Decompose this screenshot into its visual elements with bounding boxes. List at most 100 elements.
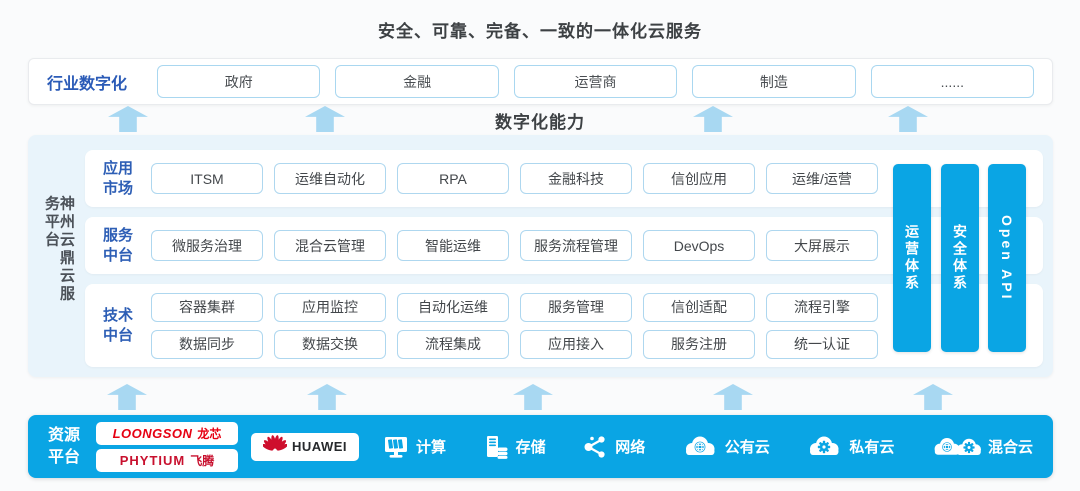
storage-icon — [483, 434, 509, 460]
capability-box-dashboard: 大屏展示 — [766, 230, 878, 261]
page-title: 安全、可靠、完备、一致的一体化云服务 — [378, 22, 702, 41]
loongson-wordmark: LOONGSON — [112, 425, 193, 441]
industry-row-label: 行业数字化 — [47, 75, 128, 93]
capability-box-data-exchange: 数据交换 — [274, 329, 386, 359]
resource-item-storage: 存储 — [483, 434, 546, 460]
vendor-chip-stack: LOONGSON 龙芯 PHYTIUM 飞腾 — [96, 421, 239, 472]
capability-box-devops: DevOps — [643, 230, 755, 261]
row-tech-platform-label: 技术 中台 — [85, 306, 151, 345]
capability-box-hybrid-cloud-mgmt: 混合云管理 — [274, 230, 386, 261]
resource-label-line: 平台 — [48, 448, 81, 466]
capability-box-service-registry: 服务注册 — [643, 329, 755, 359]
resource-item-label: 存储 — [515, 439, 546, 456]
industry-digitalization-card: 行业数字化 政府 金融 运营商 制造 ...... — [28, 58, 1053, 105]
resource-item-network: 网络 — [582, 434, 645, 460]
capability-box-service-mgmt: 服务管理 — [520, 292, 632, 322]
resource-item-label: 混合云 — [987, 439, 1033, 456]
capability-box-data-sync: 数据同步 — [151, 329, 263, 359]
platform-side-label: 神州云鼎云服务平台 — [43, 195, 75, 304]
capability-box-xinchuang-adapt: 信创适配 — [643, 292, 755, 322]
up-arrow-icon — [693, 106, 733, 132]
capability-box-container-cluster: 容器集群 — [151, 292, 263, 322]
capability-box-unified-auth: 统一认证 — [766, 329, 878, 359]
row-tech-platform: 技术 中台 容器集群 应用监控 自动化运维 服务管理 信创适配 流程引擎 数据同… — [85, 284, 1043, 367]
pillar-open-api: Open API — [988, 164, 1026, 352]
row-service-platform-boxes: 微服务治理 混合云管理 智能运维 服务流程管理 DevOps 大屏展示 — [151, 230, 878, 261]
huawei-wordmark: HUAWEI — [292, 439, 348, 454]
capability-box-app-monitoring: 应用监控 — [274, 292, 386, 322]
resource-item-private-cloud: 私有云 — [806, 434, 894, 459]
private-cloud-icon — [806, 434, 842, 459]
resource-item-label: 计算 — [416, 439, 447, 456]
up-arrow-icon — [107, 384, 147, 410]
row-tech-platform-boxes-line2: 数据同步 数据交换 流程集成 应用接入 服务注册 统一认证 — [151, 329, 878, 359]
cloud-service-platform-panel: 神州云鼎云服务平台 应用 市场 ITSM 运维自动化 RPA 金融科技 信创应用… — [28, 135, 1053, 377]
resource-label-line: 资源 — [48, 426, 81, 444]
capability-box-app-access: 应用接入 — [520, 329, 632, 359]
resource-item-list: 计算 — [383, 434, 1033, 460]
resource-item-label: 私有云 — [849, 439, 895, 456]
compute-icon — [383, 434, 409, 460]
capability-label: 数字化能力 — [495, 113, 585, 132]
up-arrow-icon — [888, 106, 928, 132]
industry-item-government: 政府 — [157, 65, 321, 98]
capability-box-fintech: 金融科技 — [520, 163, 632, 194]
up-arrow-icon — [713, 384, 753, 410]
capability-box-xinchuang-app: 信创应用 — [643, 163, 755, 194]
up-arrow-icon — [305, 106, 345, 132]
row-label-line: 技术 — [102, 307, 133, 324]
capability-box-intelligent-ops: 智能运维 — [397, 230, 509, 261]
loongson-cn-label: 龙芯 — [197, 426, 222, 441]
huawei-flower-icon — [262, 434, 289, 459]
up-arrow-icon — [913, 384, 953, 410]
row-label-line: 应用 — [102, 160, 133, 177]
pillar-security-system: 安全体系 — [941, 164, 979, 352]
resource-platform-bar: 资源 平台 LOONGSON 龙芯 PHYTIUM 飞腾 — [28, 415, 1053, 478]
capability-box-ops-operation: 运维/运营 — [766, 163, 878, 194]
loongson-chip: LOONGSON 龙芯 — [96, 421, 239, 445]
row-label-line: 中台 — [102, 246, 133, 264]
capability-box-process-engine: 流程引擎 — [766, 292, 878, 322]
phytium-chip: PHYTIUM 飞腾 — [96, 448, 239, 472]
row-service-platform: 服务 中台 微服务治理 混合云管理 智能运维 服务流程管理 DevOps 大屏展… — [85, 217, 1043, 274]
row-tech-platform-boxes-line1: 容器集群 应用监控 自动化运维 服务管理 信创适配 流程引擎 — [151, 292, 878, 322]
capability-box-service-flow-mgmt: 服务流程管理 — [520, 230, 632, 261]
industry-box-list: 政府 金融 运营商 制造 ...... — [157, 65, 1035, 98]
resource-item-compute: 计算 — [383, 434, 446, 460]
resource-item-public-cloud: 公有云 — [682, 434, 770, 459]
huawei-chip: HUAWEI — [251, 432, 360, 461]
capability-box-microservice-governance: 微服务治理 — [151, 230, 263, 261]
row-app-market-lines: ITSM 运维自动化 RPA 金融科技 信创应用 运维/运营 — [151, 163, 878, 194]
resource-item-label: 网络 — [615, 439, 646, 456]
pillar-operation-system: 运营体系 — [893, 164, 931, 352]
row-label-line: 市场 — [102, 179, 133, 197]
hybrid-cloud-icon — [931, 434, 981, 459]
up-arrow-icon — [108, 106, 148, 132]
capability-box-process-integration: 流程集成 — [397, 329, 509, 359]
up-arrow-icon — [307, 384, 347, 410]
capability-box-automated-ops: 自动化运维 — [397, 292, 509, 322]
phytium-cn-label: 飞腾 — [190, 453, 215, 468]
public-cloud-icon — [682, 434, 718, 459]
capability-box-rpa: RPA — [397, 163, 509, 194]
row-tech-platform-lines: 容器集群 应用监控 自动化运维 服务管理 信创适配 流程引擎 数据同步 数据交换… — [151, 292, 878, 359]
row-label-line: 服务 — [102, 227, 133, 244]
row-service-platform-lines: 微服务治理 混合云管理 智能运维 服务流程管理 DevOps 大屏展示 — [151, 230, 878, 261]
capability-box-itsm: ITSM — [151, 163, 263, 194]
row-label-line: 中台 — [102, 326, 133, 344]
network-icon — [582, 434, 608, 460]
resource-item-hybrid-cloud: 混合云 — [931, 434, 1033, 459]
capability-box-ops-automation: 运维自动化 — [274, 163, 386, 194]
industry-item-more: ...... — [870, 65, 1035, 98]
resource-bar-label: 资源 平台 — [48, 425, 80, 468]
industry-item-finance: 金融 — [335, 65, 499, 98]
industry-item-manufacturing: 制造 — [692, 65, 856, 98]
row-app-market-boxes: ITSM 运维自动化 RPA 金融科技 信创应用 运维/运营 — [151, 163, 878, 194]
row-app-market-label: 应用 市场 — [85, 159, 151, 198]
row-app-market: 应用 市场 ITSM 运维自动化 RPA 金融科技 信创应用 运维/运营 — [85, 150, 1043, 207]
phytium-wordmark: PHYTIUM — [119, 452, 186, 468]
resource-item-label: 公有云 — [724, 439, 770, 456]
row-service-platform-label: 服务 中台 — [85, 226, 151, 265]
industry-item-carrier: 运营商 — [513, 65, 678, 98]
